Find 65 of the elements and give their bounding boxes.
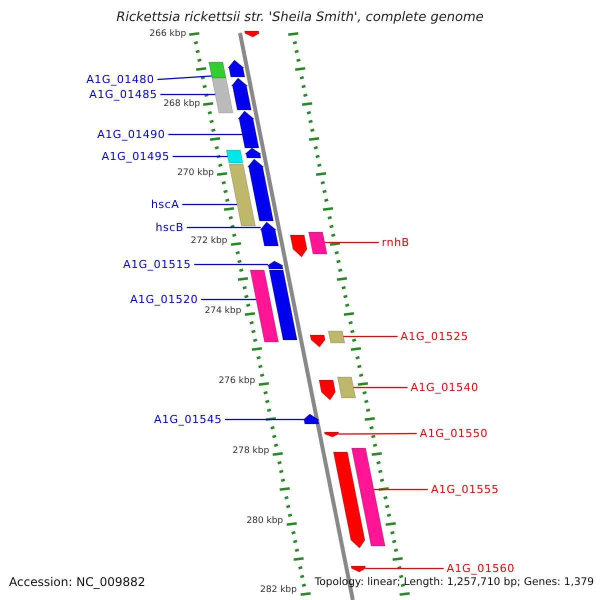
gene-label: hscA bbox=[150, 199, 180, 210]
gene-label: rnhB bbox=[382, 237, 410, 248]
gene-bar bbox=[250, 270, 279, 342]
gene-bar bbox=[328, 330, 346, 344]
leader-line bbox=[374, 488, 428, 490]
gene-block bbox=[324, 432, 340, 438]
gene-block bbox=[310, 334, 326, 348]
tick-label: 272 kbp bbox=[190, 237, 228, 246]
gene-block bbox=[244, 30, 260, 38]
gene-label: A1G_01515 bbox=[123, 259, 192, 270]
tick-label: 268 kbp bbox=[163, 100, 200, 109]
leader-line bbox=[338, 432, 417, 435]
tick-label: 270 kbp bbox=[177, 169, 214, 178]
gene-label: A1G_01525 bbox=[400, 331, 469, 342]
leader-line bbox=[186, 226, 261, 228]
accession-text: Accession: NC_009882 bbox=[9, 576, 146, 588]
tick-label: 282 kbp bbox=[260, 586, 297, 595]
genome-summary-text: Topology: linear; Length: 1,257,710 bp; Genes: 1,379 bbox=[314, 577, 594, 588]
gene-bar bbox=[308, 232, 328, 254]
tick-label: 266 kbp bbox=[150, 30, 186, 39]
tick-label: 276 kbp bbox=[218, 377, 256, 386]
gene-block bbox=[260, 222, 279, 246]
leader-line bbox=[194, 264, 268, 266]
gene-label: A1G_01560 bbox=[446, 563, 515, 574]
gene-label: A1G_01545 bbox=[154, 414, 222, 425]
leader-line bbox=[172, 156, 228, 158]
gene-bar bbox=[337, 376, 356, 398]
gene-block bbox=[227, 60, 246, 78]
gene-label: A1G_01555 bbox=[430, 484, 499, 495]
gene-block bbox=[237, 110, 260, 148]
leader-line bbox=[201, 298, 256, 300]
gene-bar bbox=[268, 270, 298, 340]
gene-label: A1G_01550 bbox=[420, 428, 488, 439]
gene-label: hscB bbox=[156, 222, 184, 233]
leader-line bbox=[366, 568, 444, 570]
leader-line bbox=[225, 418, 304, 420]
gene-block bbox=[244, 148, 262, 158]
gene-block bbox=[266, 260, 284, 270]
gene-block bbox=[247, 158, 274, 222]
gene-block bbox=[290, 234, 308, 258]
tick-label: 280 kbp bbox=[246, 517, 284, 526]
gene-block bbox=[318, 380, 336, 400]
gene-block bbox=[333, 452, 366, 548]
leader-line bbox=[343, 336, 398, 338]
leader-line bbox=[182, 204, 238, 206]
gene-label: A1G_01480 bbox=[86, 74, 154, 85]
leader-line bbox=[168, 134, 242, 136]
leader-line bbox=[160, 94, 216, 96]
gene-label: A1G_01495 bbox=[102, 151, 170, 162]
gene-block bbox=[230, 78, 252, 110]
tick-label: 278 kbp bbox=[232, 447, 270, 456]
gene-label: A1G_01520 bbox=[130, 294, 198, 305]
leader-line bbox=[354, 386, 408, 388]
gene-label: A1G_01485 bbox=[89, 89, 158, 100]
title: Rickettsia rickettsii str. 'Sheila Smith', complete genome bbox=[115, 11, 485, 24]
gene-bar bbox=[351, 448, 386, 546]
leader-line bbox=[157, 75, 212, 80]
gene-block bbox=[350, 566, 366, 572]
gene-label: A1G_01490 bbox=[97, 129, 166, 140]
tick-label: 274 kbp bbox=[204, 307, 242, 316]
gene-label: A1G_01540 bbox=[410, 382, 479, 393]
gene-block bbox=[302, 414, 320, 424]
gene-bar bbox=[228, 164, 256, 226]
leader-line bbox=[324, 242, 379, 244]
gene-bar bbox=[212, 78, 234, 114]
